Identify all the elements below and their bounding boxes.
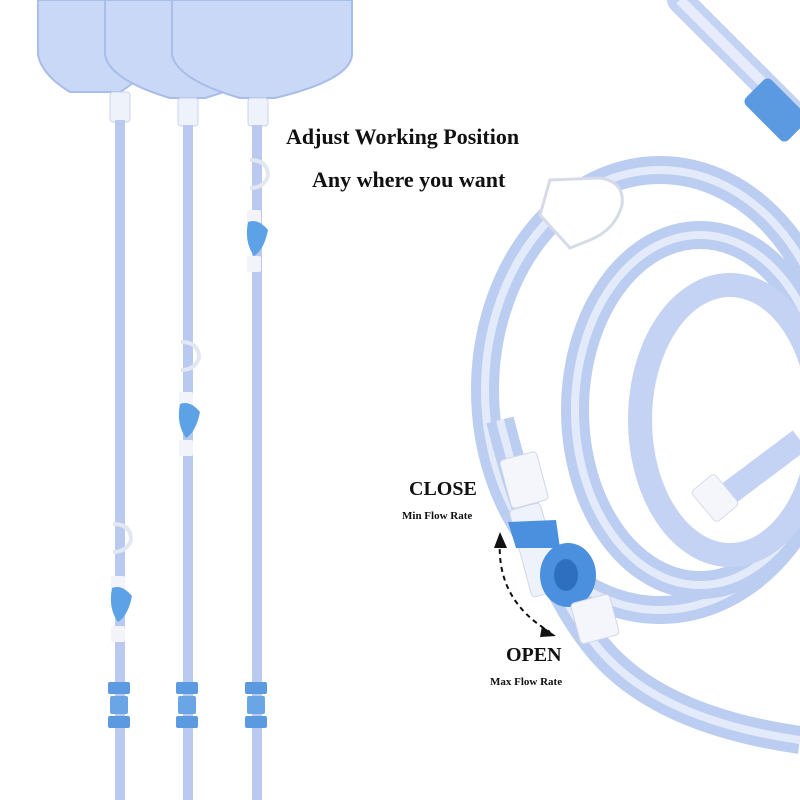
curved-dashed-arrow-icon — [494, 532, 556, 637]
subline-text: Any where you want — [312, 167, 506, 192]
open-label: OPEN — [506, 644, 562, 666]
flow-valve — [499, 451, 620, 645]
connector-middle — [176, 682, 198, 728]
tube-middle — [183, 125, 193, 800]
open-sublabel: Max Flow Rate — [490, 676, 563, 688]
bag-neck — [247, 97, 269, 127]
tube-left — [115, 120, 125, 800]
connector-left — [108, 682, 130, 728]
bag-right — [171, 0, 353, 99]
bag-neck — [177, 97, 199, 127]
close-label: CLOSE — [409, 478, 477, 500]
coiled-tube — [471, 0, 800, 754]
close-sublabel: Min Flow Rate — [402, 510, 473, 522]
coil-clamp — [538, 176, 624, 250]
connector-right — [245, 682, 267, 728]
clamp-left — [110, 522, 134, 642]
clamp-right — [246, 158, 271, 272]
clamp-middle — [178, 340, 202, 456]
bag-neck — [109, 91, 131, 123]
hanging-bags — [37, 0, 353, 800]
tube-right — [252, 125, 262, 800]
headline-text: Adjust Working Position — [286, 124, 520, 149]
